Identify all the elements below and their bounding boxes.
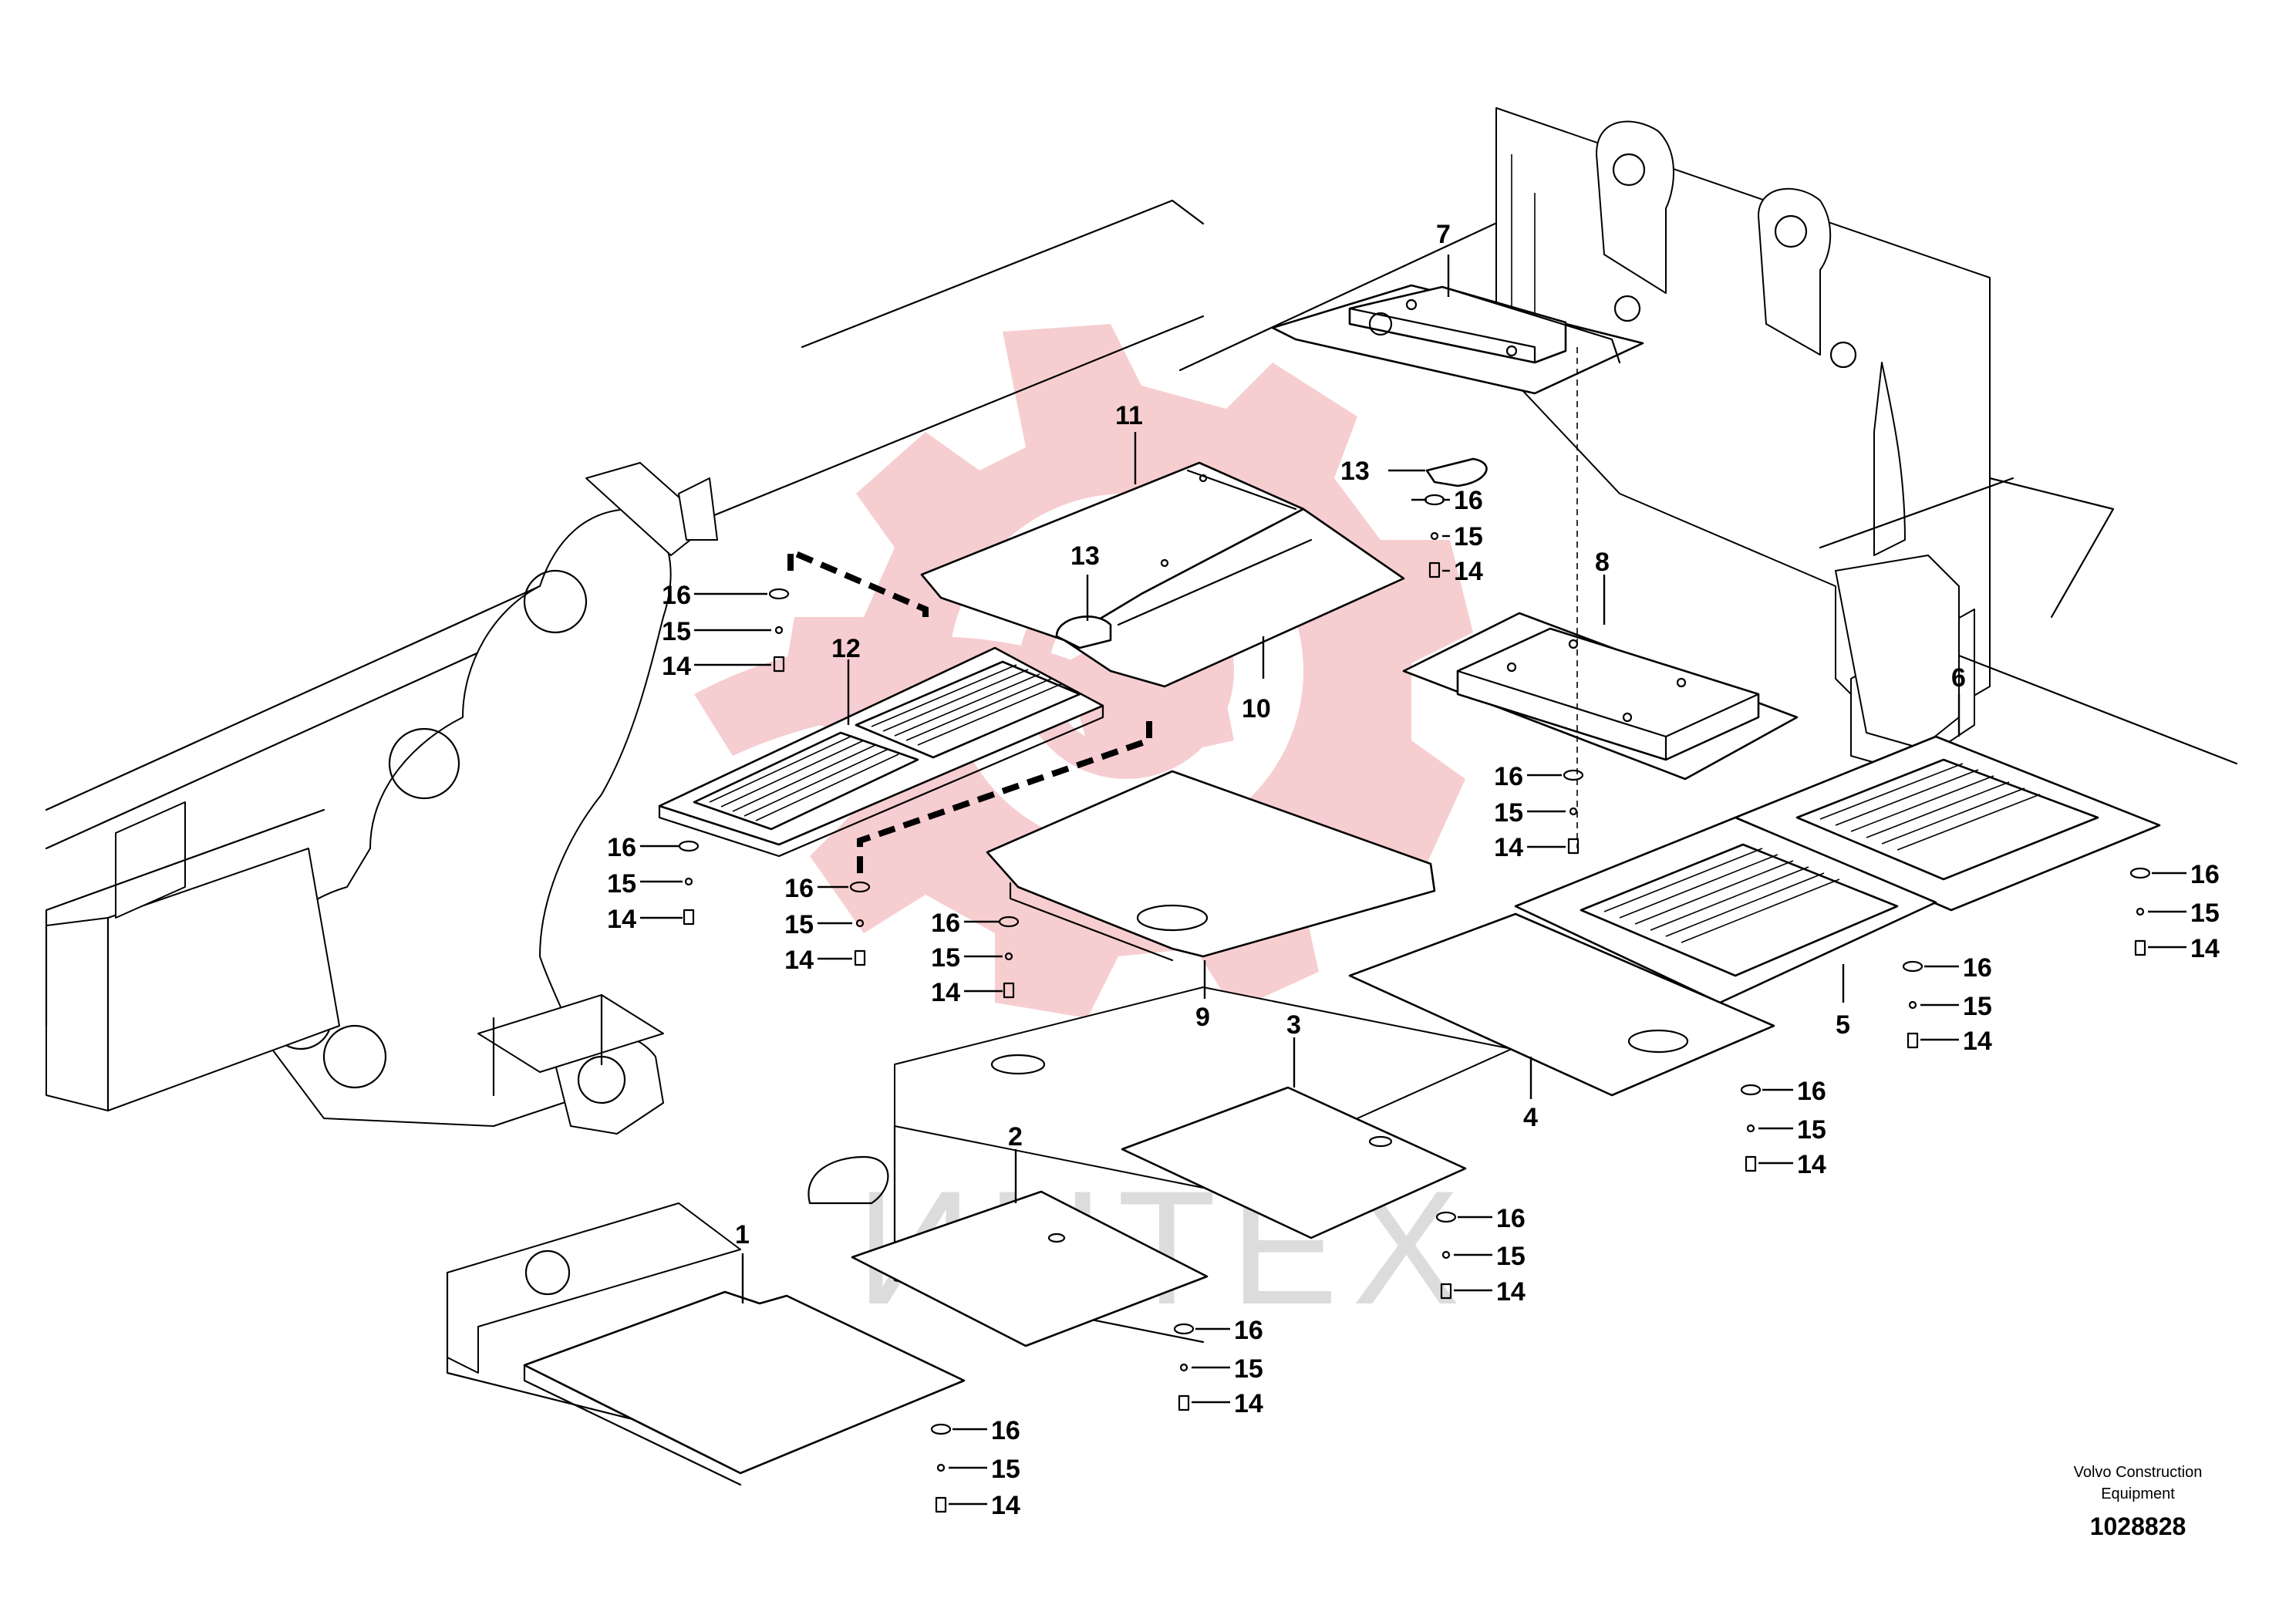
frame-lug-right bbox=[1758, 187, 1832, 356]
callout-15-s11: 15 bbox=[1234, 1354, 1263, 1384]
callout-15-s9: 15 bbox=[1797, 1115, 1826, 1145]
grate-bars-right bbox=[871, 664, 1064, 746]
callout-16-s11: 16 bbox=[1234, 1316, 1263, 1345]
part-6-grate bbox=[1734, 735, 2161, 912]
callout-15-s1: 15 bbox=[662, 617, 691, 646]
callout-15-s4: 15 bbox=[607, 869, 636, 899]
callout-15-s8: 15 bbox=[1963, 992, 1992, 1021]
callout-15-s5: 15 bbox=[784, 910, 814, 939]
grate-bars-left bbox=[709, 735, 899, 821]
callout-4: 4 bbox=[1523, 1103, 1538, 1132]
callout-16-s3: 16 bbox=[1494, 762, 1523, 791]
callout-6: 6 bbox=[1951, 663, 1966, 693]
fastener-stack-8: 16 15 14 bbox=[1902, 953, 1992, 1056]
caption-drawing-number: 1028828 bbox=[2090, 1512, 2186, 1540]
callout-14-s5: 14 bbox=[784, 946, 814, 975]
callout-15-s6: 15 bbox=[931, 943, 960, 973]
callout-14-s7: 14 bbox=[2190, 934, 2220, 963]
callout-16-s2: 16 bbox=[1454, 486, 1483, 515]
callout-14-s6: 14 bbox=[931, 978, 960, 1007]
dashed-connector-lower bbox=[857, 721, 1152, 879]
part-7-plate bbox=[1271, 284, 1644, 395]
drawing-caption: Volvo Construction Equipment 1028828 bbox=[2074, 1464, 2203, 1540]
callout-8: 8 bbox=[1595, 548, 1610, 577]
callout-5: 5 bbox=[1836, 1010, 1850, 1040]
fastener-stack-5: 16 15 14 bbox=[784, 874, 871, 975]
callout-11: 11 bbox=[1115, 401, 1143, 430]
part-5-grate bbox=[1514, 816, 1937, 1004]
callout-16-s6: 16 bbox=[931, 909, 960, 938]
callout-16-s8: 16 bbox=[1963, 953, 1992, 983]
callout-12: 12 bbox=[831, 634, 861, 663]
callout-3: 3 bbox=[1286, 1010, 1301, 1040]
callout-16-s7: 16 bbox=[2190, 860, 2220, 889]
fastener-stack-4: 16 15 14 bbox=[607, 833, 700, 934]
fastener-stack-9: 16 15 14 bbox=[1740, 1077, 1826, 1179]
machine-frame bbox=[45, 107, 2238, 1436]
callout-16-s12: 16 bbox=[991, 1416, 1020, 1445]
callout-13b: 13 bbox=[1340, 457, 1370, 486]
callout-15-s3: 15 bbox=[1494, 798, 1523, 828]
part-8-plate bbox=[1402, 612, 1799, 781]
fastener-stack-12: 16 15 14 bbox=[930, 1416, 1020, 1520]
part-9-plate bbox=[986, 770, 1436, 962]
part-1-plate bbox=[523, 1290, 966, 1486]
fastener-stack-1: 16 15 14 bbox=[662, 581, 790, 681]
callout-14-s4: 14 bbox=[607, 905, 636, 934]
callout-15-s2: 15 bbox=[1454, 522, 1483, 551]
part-12-grate bbox=[658, 646, 1104, 858]
callout-1: 1 bbox=[735, 1220, 750, 1249]
callout-9: 9 bbox=[1195, 1003, 1210, 1032]
callout-14-s10: 14 bbox=[1496, 1277, 1526, 1307]
callout-16-s1: 16 bbox=[662, 581, 691, 610]
fastener-stack-6: 16 15 14 bbox=[931, 909, 1020, 1007]
callout-14-s12: 14 bbox=[991, 1491, 1020, 1520]
callout-16-s10: 16 bbox=[1496, 1204, 1526, 1233]
callout-14-s11: 14 bbox=[1234, 1389, 1263, 1418]
dashed-connector-upper bbox=[787, 546, 929, 617]
callout-15-s7: 15 bbox=[2190, 899, 2220, 928]
fastener-stack-10: 16 15 14 bbox=[1435, 1204, 1526, 1307]
callout-10: 10 bbox=[1242, 694, 1271, 723]
callout-14-s2: 14 bbox=[1454, 557, 1483, 586]
callout-2: 2 bbox=[1008, 1122, 1023, 1152]
part-10-plate bbox=[1063, 508, 1405, 688]
callout-7: 7 bbox=[1436, 220, 1451, 249]
callout-14-s8: 14 bbox=[1963, 1027, 1992, 1056]
callout-14-s9: 14 bbox=[1797, 1150, 1826, 1179]
callout-16-s5: 16 bbox=[784, 874, 814, 903]
fastener-stack-7: 16 15 14 bbox=[2129, 860, 2220, 963]
fastener-stack-11: 16 15 14 bbox=[1173, 1316, 1263, 1418]
fastener-stack-3: 16 15 14 bbox=[1494, 762, 1584, 862]
part-4-plate bbox=[1348, 912, 1775, 1097]
callout-15-s10: 15 bbox=[1496, 1242, 1526, 1271]
part-3-plate bbox=[1121, 1086, 1467, 1239]
callout-14-s3: 14 bbox=[1494, 833, 1523, 862]
caption-manufacturer-line1: Volvo Construction bbox=[2074, 1464, 2203, 1481]
fastener-stack-2: 16 15 14 bbox=[1411, 486, 1483, 586]
part-2-plate bbox=[851, 1190, 1209, 1347]
callout-15-s12: 15 bbox=[991, 1455, 1020, 1484]
callout-16-s9: 16 bbox=[1797, 1077, 1826, 1106]
callout-16-s4: 16 bbox=[607, 833, 636, 862]
part-13b-cover bbox=[1425, 457, 1488, 487]
callout-14-s1: 14 bbox=[662, 652, 691, 681]
caption-manufacturer-line2: Equipment bbox=[2101, 1485, 2175, 1502]
frame-lug-left bbox=[1596, 120, 1674, 294]
callout-13a: 13 bbox=[1070, 541, 1100, 571]
